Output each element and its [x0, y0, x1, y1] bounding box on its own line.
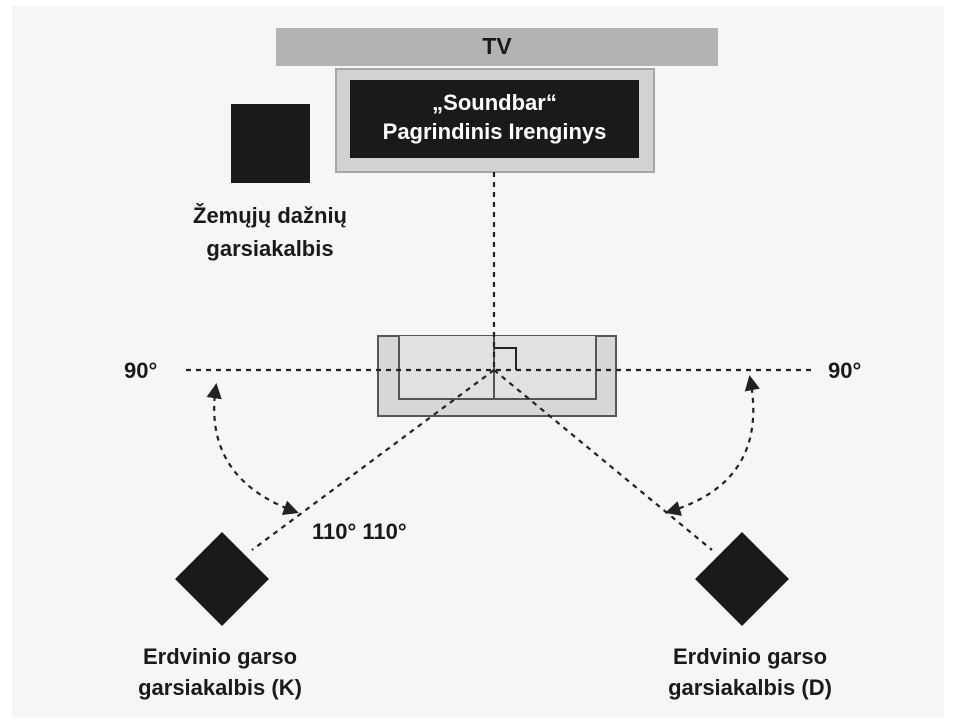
tv-label: TV: [482, 33, 512, 59]
listener-area-inner: [398, 336, 597, 400]
left-surround-speaker: [175, 532, 269, 626]
right-speaker-label-line2: garsiakalbis (D): [668, 675, 832, 700]
angle-label-right-90: 90°: [828, 358, 862, 383]
right-speaker-label: Erdvinio garso garsiakalbis (D): [630, 641, 870, 703]
left-speaker-label-line2: garsiakalbis (K): [138, 675, 302, 700]
subwoofer-label: Žemųjų dažnių garsiakalbis: [160, 199, 380, 265]
right-surround-speaker: [695, 532, 789, 626]
left-speaker-label-line1: Erdvinio garso: [142, 644, 298, 669]
tv-bar: [276, 28, 718, 66]
right-speaker-label-line1: Erdvinio garso: [672, 644, 828, 669]
angle-label-110-pair: 110° 110°: [312, 519, 407, 544]
right-speaker-line: [493, 369, 713, 551]
soundbar-body: [350, 80, 639, 158]
subwoofer-label-line2: garsiakalbis: [206, 236, 334, 261]
right-angle-marker: [494, 347, 517, 370]
subwoofer-label-line1: Žemųjų dažnių: [193, 203, 347, 228]
right-angle-arrow: [665, 374, 760, 516]
left-speaker-label: Erdvinio garso garsiakalbis (K): [100, 641, 340, 703]
soundbar-label: „Soundbar“ Pagrindinis Irenginys: [350, 88, 639, 146]
left-angle-arrow: [206, 382, 299, 516]
angle-label-left-90: 90°: [124, 358, 158, 383]
soundbar-label-line1: „Soundbar“: [432, 90, 557, 115]
subwoofer-box: [231, 104, 310, 183]
soundbar-label-line2: Pagrindinis Irenginys: [382, 119, 607, 144]
left-speaker-line: [251, 369, 495, 551]
